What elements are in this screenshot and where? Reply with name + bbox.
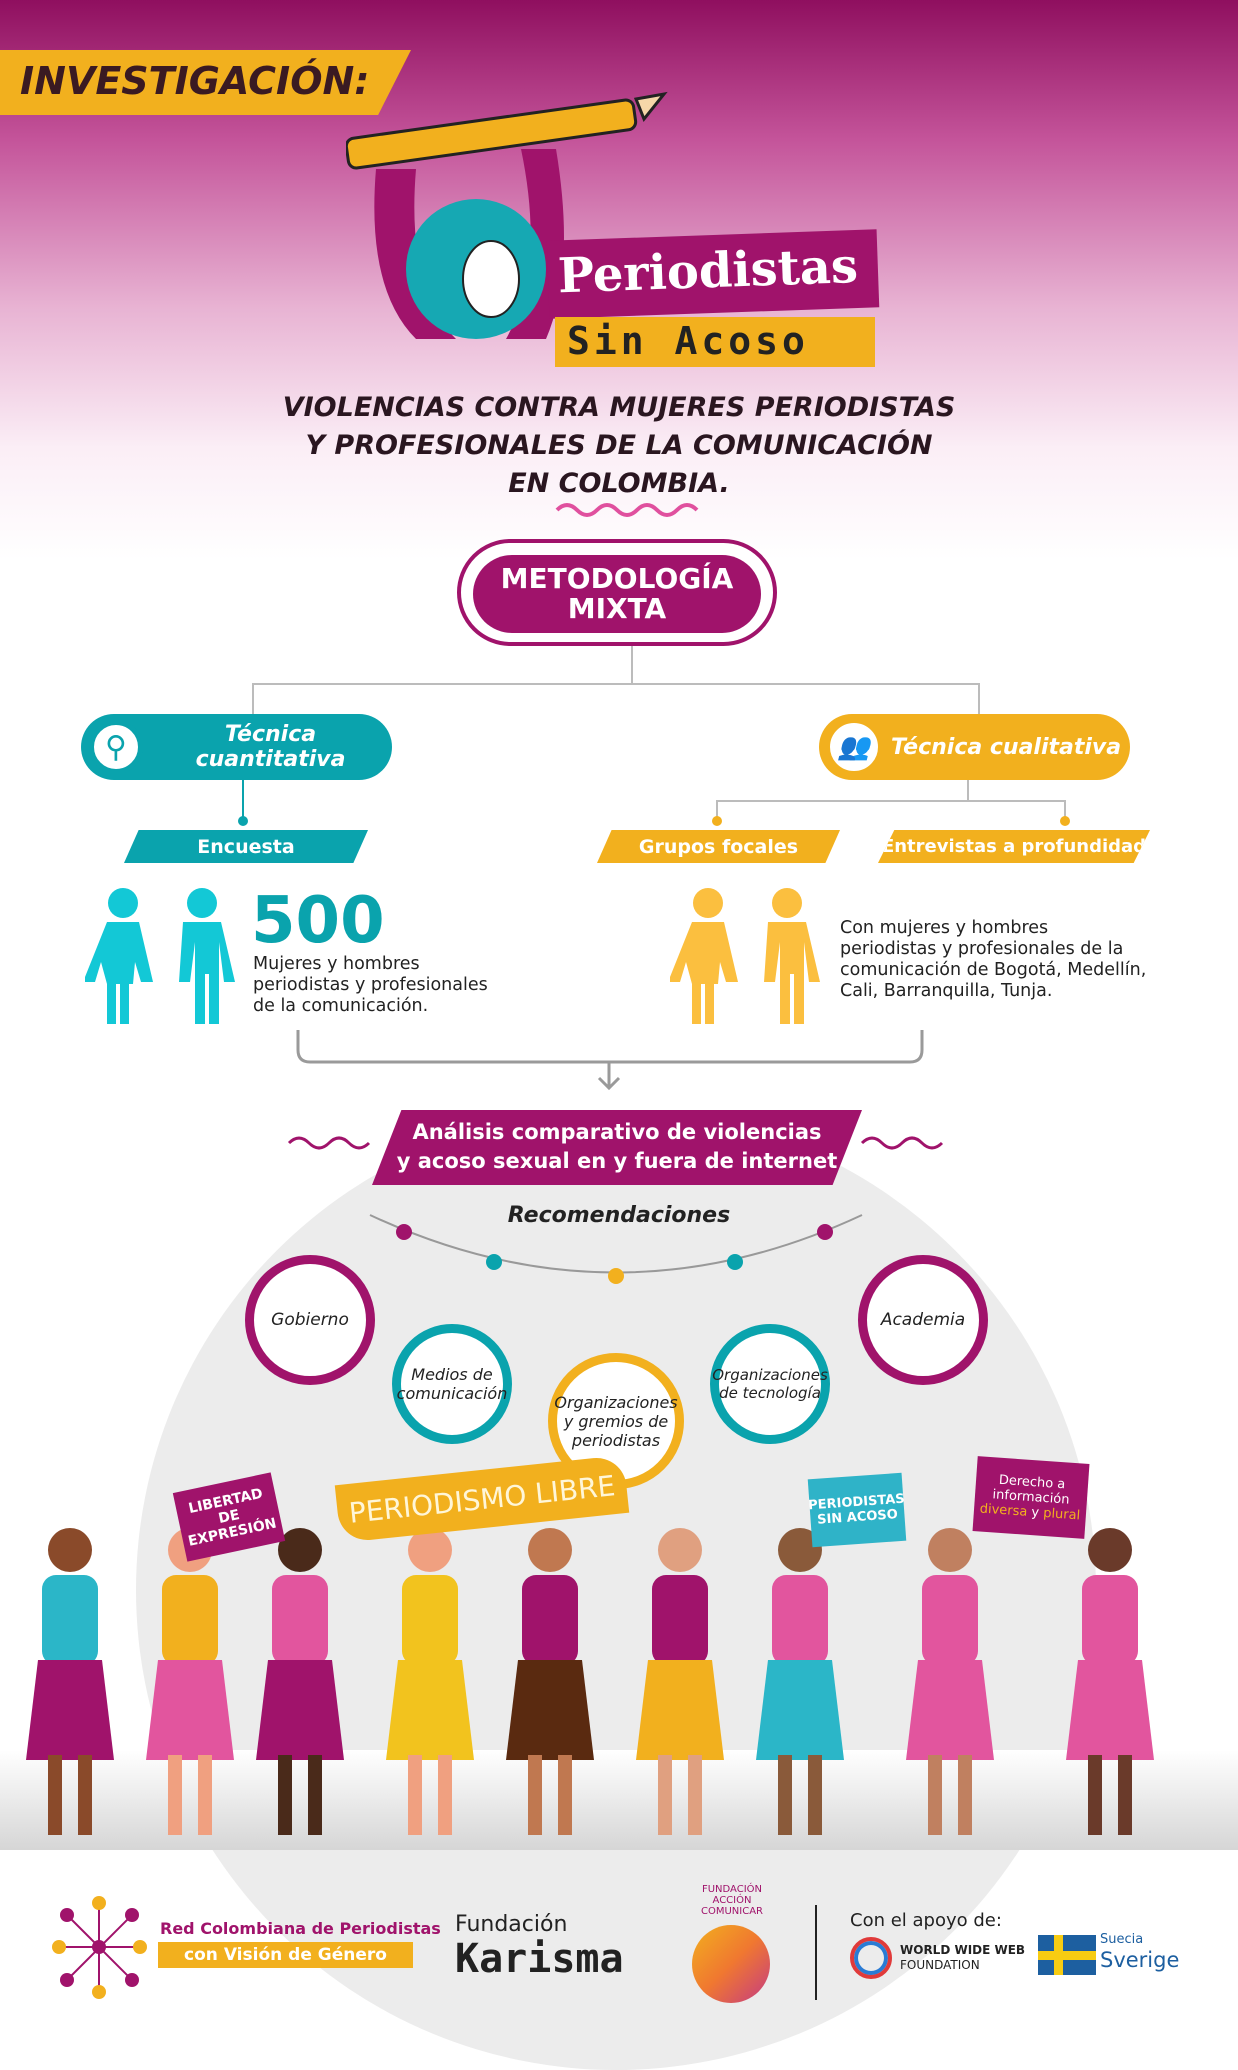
- marcher: [756, 1528, 844, 1835]
- target-tecnologia: Organizaciones de tecnología: [710, 1324, 830, 1444]
- marcher: [386, 1528, 474, 1835]
- divider: [815, 1905, 817, 2000]
- connector-dot: [238, 816, 248, 826]
- accion-comunicar-logo: [692, 1925, 770, 2003]
- merge-bracket: [296, 1030, 924, 1091]
- www-text: FOUNDATION: [900, 1958, 980, 1972]
- red-colombiana-name: Red Colombiana de Periodistas: [160, 1919, 441, 1938]
- subtitle-line: Y PROFESIONALES DE LA COMUNICACIÓN: [305, 430, 933, 461]
- recommendations-title: Recomendaciones: [507, 1203, 731, 1228]
- target-academia: Academia: [858, 1255, 988, 1385]
- support-label: Con el apoyo de:: [850, 1910, 1002, 1931]
- encuesta-label: Encuesta: [124, 830, 368, 863]
- red-colombiana-logo: [52, 1896, 147, 1999]
- method-pill: METODOLOGÍA MIXTA: [473, 555, 761, 633]
- connector-dot: [1060, 816, 1070, 826]
- marcher: [906, 1528, 994, 1835]
- connector: [716, 800, 1066, 802]
- sweden-text: Sverige: [1100, 1948, 1180, 1972]
- squiggle-decoration: [860, 1136, 944, 1150]
- target-medios: Medios de comunicación: [392, 1324, 512, 1444]
- logo-title: Periodistas: [546, 229, 880, 319]
- connector: [252, 683, 254, 716]
- connector: [1064, 800, 1066, 820]
- people-figures-icon: [85, 888, 235, 1024]
- survey-description: Mujeres y hombres periodistas y profesio…: [253, 954, 488, 1016]
- marcher: [146, 1528, 234, 1835]
- quantitative-pill: ⚲ Técnica cuantitativa: [81, 714, 392, 780]
- sign-text: diversa: [979, 1501, 1028, 1520]
- qualitative-label: Técnica cualitativa: [891, 734, 1122, 760]
- marcher: [26, 1528, 114, 1835]
- grupos-focales-label: Grupos focales: [597, 830, 840, 863]
- marching-women-illustration: [26, 1528, 1154, 1835]
- logo-subtitle: Sin Acoso: [555, 317, 875, 367]
- analysis-banner: Análisis comparativo de violencias y aco…: [372, 1110, 862, 1185]
- periodistas-sin-acoso-logo: [346, 91, 668, 339]
- subtitle-line: EN COLOMBIA.: [508, 468, 730, 499]
- analysis-line: y acoso sexual en y fuera de internet: [396, 1149, 838, 1173]
- accion-comunicar-name: FUNDACIÓN ACCIÓN COMUNICAR: [700, 1884, 763, 1917]
- connector-dot: [712, 816, 722, 826]
- method-title: METODOLOGÍA: [500, 562, 734, 595]
- sweden-flag-icon: [1038, 1935, 1096, 1975]
- kicker-banner: INVESTIGACIÓN:: [0, 50, 411, 115]
- www-text: WORLD WIDE WEB: [900, 1943, 1026, 1957]
- analysis-line: Análisis comparativo de violencias: [412, 1120, 822, 1144]
- karisma-logo: Karisma: [455, 1936, 624, 1982]
- www-foundation-icon: [850, 1937, 892, 1979]
- method-title: MIXTA: [567, 592, 667, 625]
- qualitative-description: Con mujeres y hombres periodistas y prof…: [840, 918, 1147, 1001]
- quantitative-label: Técnica cuantitativa: [195, 722, 346, 772]
- survey-count: 500: [251, 884, 385, 958]
- sweden-text: Suecia: [1100, 1932, 1144, 1947]
- group-chat-icon: 👥: [827, 720, 881, 774]
- sign-text: plural: [1042, 1505, 1081, 1524]
- marcher: [256, 1528, 344, 1835]
- connector: [252, 683, 980, 685]
- qualitative-pill: 👥 Técnica cualitativa: [819, 714, 1130, 780]
- subtitle-line: VIOLENCIAS CONTRA MUJERES PERIODISTAS: [282, 392, 956, 423]
- people-figures-icon: [670, 888, 820, 1024]
- sign-derecho: Derecho a información diversa y plural: [972, 1456, 1090, 1539]
- red-colombiana-tagline: con Visión de Género: [158, 1942, 413, 1968]
- connector: [967, 780, 969, 800]
- magnifier-icon: ⚲: [89, 720, 143, 774]
- connector: [242, 780, 244, 820]
- sign-text: y: [1030, 1505, 1040, 1521]
- connector: [716, 800, 718, 820]
- connector: [631, 646, 633, 683]
- target-gobierno: Gobierno: [245, 1255, 375, 1385]
- marcher: [636, 1528, 724, 1835]
- sign-sin-acoso: PERIODISTAS SIN ACOSO: [807, 1472, 907, 1548]
- squiggle-decoration: [287, 1136, 371, 1150]
- connector: [978, 683, 980, 716]
- squiggle-decoration: [555, 503, 699, 517]
- marcher: [1066, 1528, 1154, 1835]
- entrevistas-label: Entrevistas a profundidad: [878, 830, 1150, 863]
- karisma-logo-top: Fundación: [455, 1912, 568, 1937]
- recommendations-arc: [369, 1214, 863, 1284]
- marcher: [506, 1528, 594, 1835]
